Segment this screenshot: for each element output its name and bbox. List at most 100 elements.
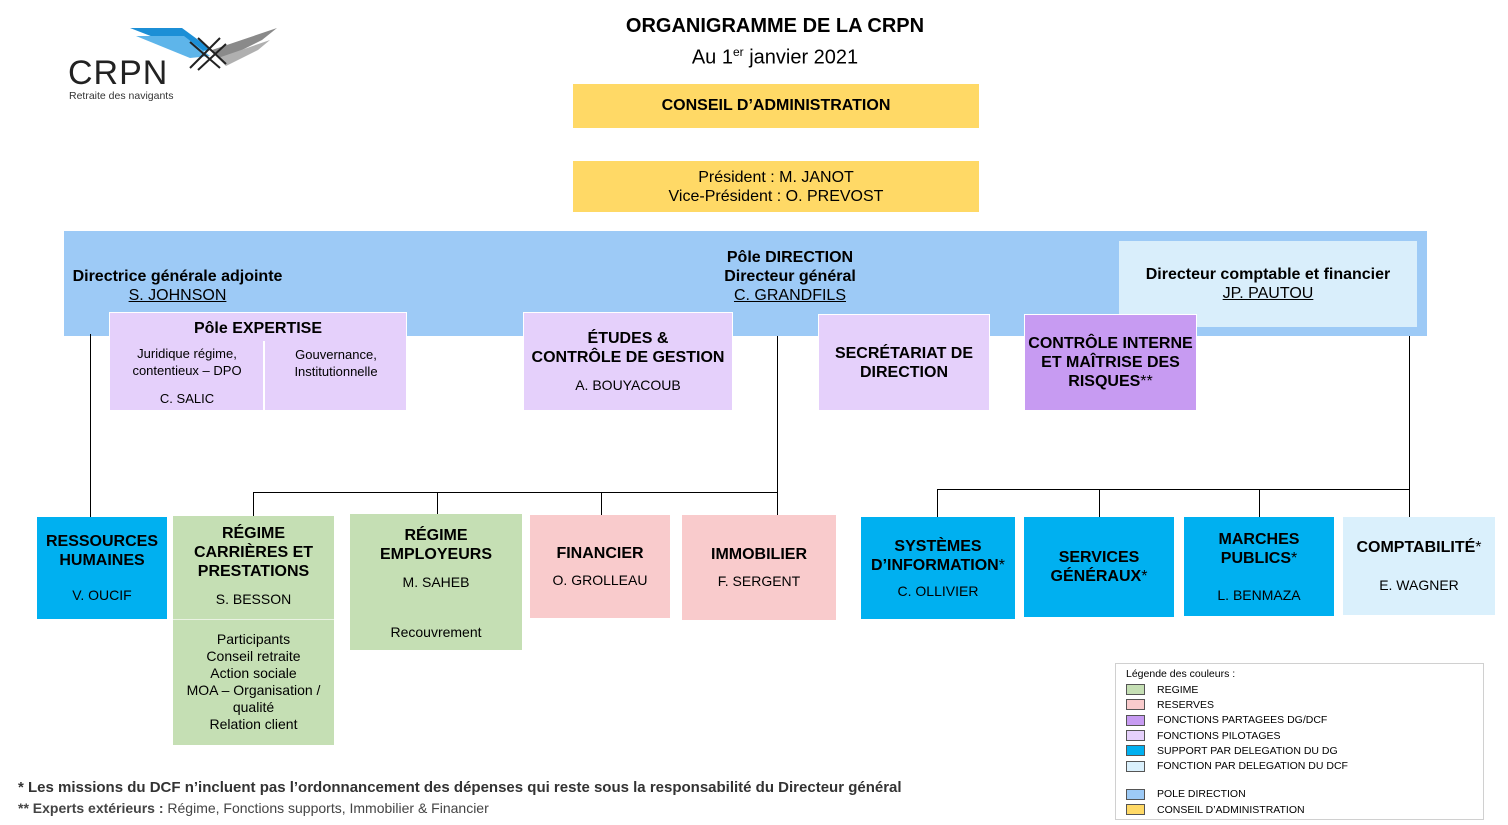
immobilier-box: IMMOBILIER F. SERGENT	[682, 515, 836, 620]
controle-title-2: ET MAÎTRISE DES	[1041, 354, 1180, 371]
pole-expertise-box: Pôle EXPERTISE Juridique régime, content…	[109, 312, 407, 411]
footnote-1-text: * Les missions du DCF n’incluent pas l’o…	[18, 779, 902, 796]
legend-swatch	[1126, 684, 1145, 696]
re-title-1: RÉGIME	[404, 527, 468, 544]
legend-title: Légende des couleurs :	[1126, 668, 1236, 680]
wings-icon	[130, 28, 277, 71]
connector-si	[937, 489, 938, 517]
regime-employeurs-box: RÉGIME EMPLOYEURS M. SAHEB Recouvrement	[350, 514, 522, 650]
secretariat-title-1: SECRÉTARIAT DE	[834, 344, 974, 362]
rc-title-2: CARRIÈRES ET	[193, 544, 314, 561]
logo-name: CRPN	[68, 54, 169, 92]
controle-box: CONTRÔLE INTERNE ET MAÎTRISE DES RISQUES…	[1024, 314, 1197, 411]
expertise-right: Gouvernance, Institutionnelle	[266, 343, 406, 383]
footnote-2-text: Régime, Fonctions supports, Immobilier &…	[167, 800, 489, 816]
si-title-2: D’INFORMATION	[871, 556, 999, 574]
dg-block: Pôle DIRECTION Directeur général C. GRAN…	[660, 247, 920, 305]
connector-financier	[601, 492, 602, 516]
compta-suffix: *	[1475, 539, 1482, 556]
connector-right-horizontal	[937, 489, 1410, 490]
legend-item: REGIME	[1116, 682, 1483, 697]
president: Président : M. JANOT	[698, 168, 854, 186]
legend-swatch	[1126, 745, 1145, 757]
legend-swatch	[1126, 714, 1145, 726]
connector-dg-vertical	[777, 336, 778, 516]
legend-item: SUPPORT PAR DELEGATION DU DG	[1116, 743, 1483, 758]
legend-swatch	[1126, 804, 1145, 816]
rc-title-1: RÉGIME	[221, 525, 286, 542]
si-suffix: *	[998, 556, 1005, 574]
connector-left-horizontal	[253, 492, 778, 493]
immobilier-name: F. SERGENT	[717, 573, 801, 589]
rh-title-1: RESSOURCES	[45, 533, 159, 550]
expertise-left-name: C. SALIC	[159, 391, 215, 406]
sg-box: SERVICES GÉNÉRAUX*	[1024, 517, 1174, 617]
rh-box: RESSOURCES HUMAINES V. OUCIF	[37, 517, 167, 619]
compta-name: E. WAGNER	[1379, 577, 1459, 593]
regime-carrieres-box: RÉGIME CARRIÈRES ET PRESTATIONS S. BESSO…	[173, 516, 334, 745]
vice-president: Vice-Président : O. PREVOST	[668, 187, 884, 205]
pole-direction-label: Pôle DIRECTION	[726, 248, 854, 266]
rc-item: Action sociale	[210, 665, 297, 681]
legend-label: POLE DIRECTION	[1157, 788, 1246, 801]
dg-title: Directeur général	[724, 267, 856, 285]
dg-name: C. GRANDFILS	[733, 286, 846, 304]
sg-title-1: SERVICES	[1058, 549, 1140, 566]
expertise-right-text: Gouvernance, Institutionnelle	[294, 347, 378, 379]
marches-title-1: MARCHES	[1218, 530, 1300, 548]
conseil-title-box: CONSEIL D’ADMINISTRATION	[573, 84, 979, 128]
subtitle-suffix: janvier 2021	[743, 46, 859, 69]
legend-item: FONCTIONS PARTAGEES DG/DCF	[1116, 713, 1483, 728]
etudes-box: ÉTUDES & CONTRÔLE DE GESTION A. BOUYACOU…	[523, 312, 733, 411]
si-name: C. OLLIVIER	[897, 582, 979, 599]
legend-item: FONCTIONS PILOTAGES	[1116, 728, 1483, 743]
dcf-name: JP. PAUTOU	[1222, 285, 1314, 302]
crpn-logo: CRPN Retraite des navigants	[62, 20, 282, 105]
compta-box: COMPTABILITÉ* E. WAGNER	[1343, 517, 1495, 615]
rc-item: Relation client	[209, 716, 298, 732]
expertise-divider	[263, 341, 265, 411]
dga-block: Directrice générale adjointe S. JOHNSON	[70, 266, 285, 306]
legend-label: CONSEIL D’ADMINISTRATION	[1157, 803, 1305, 816]
legend-swatch	[1126, 760, 1145, 772]
controle-suffix: **	[1140, 373, 1153, 390]
financier-box: FINANCIER O. GROLLEAU	[530, 515, 670, 618]
title-text: ORGANIGRAMME DE LA CRPN	[625, 15, 925, 38]
subtitle-prefix: Au 1	[691, 46, 733, 69]
si-box: SYSTÈMES D’INFORMATION* C. OLLIVIER	[861, 517, 1015, 619]
connector-marches	[1259, 489, 1260, 517]
legend-label: FONCTIONS PARTAGEES DG/DCF	[1157, 714, 1328, 727]
rc-items: Participants Conseil retraite Action soc…	[173, 631, 334, 733]
legend-label: RESERVES	[1157, 698, 1214, 711]
legend-list-secondary: POLE DIRECTION CONSEIL D’ADMINISTRATION	[1116, 787, 1483, 818]
sg-title-2: GÉNÉRAUX	[1050, 568, 1142, 585]
legend-label: FONCTION PAR DELEGATION DU DCF	[1157, 760, 1348, 773]
legend-item: RESERVES	[1116, 697, 1483, 712]
financier-title: FINANCIER	[556, 545, 644, 562]
rh-title-2: HUMAINES	[59, 552, 145, 569]
legend-swatch	[1126, 699, 1145, 711]
rc-item: MOA – Organisation /	[186, 682, 321, 698]
legend-swatch	[1126, 730, 1145, 742]
controle-title-3: RISQUES	[1068, 373, 1141, 390]
marches-title-2: PUBLICS	[1220, 549, 1291, 567]
rc-item: qualité	[232, 699, 275, 715]
sg-suffix: *	[1141, 568, 1148, 585]
legend-item: POLE DIRECTION	[1116, 787, 1483, 802]
regime-carrieres-header: RÉGIME CARRIÈRES ET PRESTATIONS S. BESSO…	[173, 524, 334, 608]
connector-regime-carrieres	[253, 492, 254, 517]
connector-dcf-vertical	[1409, 336, 1410, 517]
connector-regime-employeurs	[437, 492, 438, 515]
conseil-title: CONSEIL D’ADMINISTRATION	[661, 97, 891, 114]
controle-title-1: CONTRÔLE INTERNE	[1028, 335, 1193, 352]
re-title-2: EMPLOYEURS	[379, 546, 492, 563]
logo-tagline: Retraite des navigants	[69, 90, 174, 102]
subtitle: Au 1er janvier 2021	[692, 39, 858, 71]
etudes-title-2: CONTRÔLE DE GESTION	[531, 349, 725, 366]
re-extra: Recouvrement	[390, 624, 482, 640]
secretariat-title-2: DIRECTION	[860, 363, 948, 381]
rc-name: S. BESSON	[215, 591, 292, 607]
page-title: ORGANIGRAMME DE LA CRPN Au 1er janvier 2…	[560, 12, 990, 72]
